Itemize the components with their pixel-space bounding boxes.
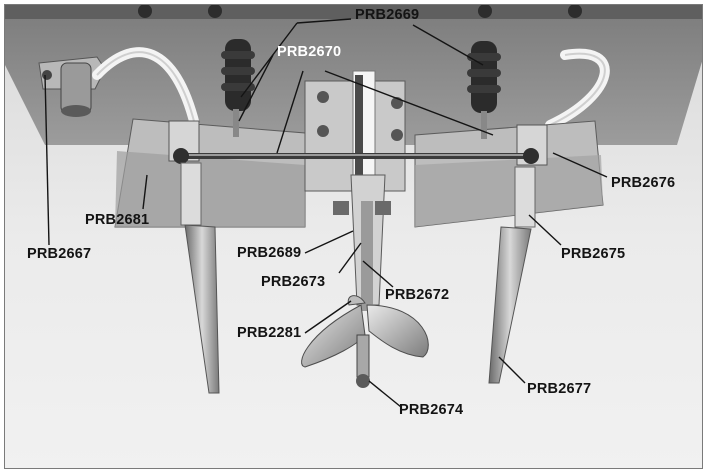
label-prb2689: PRB2689 [237, 245, 302, 261]
label-prb2676: PRB2676 [611, 175, 676, 191]
label-prb2672: PRB2672 [385, 287, 450, 303]
label-prb2677: PRB2677 [527, 381, 592, 397]
label-prb2669: PRB2669 [355, 7, 420, 23]
label-prb2675: PRB2675 [561, 246, 626, 262]
label-prb2670: PRB2670 [277, 44, 342, 60]
boat-transom-photo [5, 5, 702, 468]
servo-boot-right [467, 41, 501, 139]
rudder-blade-left [180, 162, 220, 394]
label-prb2681: PRB2681 [85, 212, 150, 228]
propeller [301, 295, 429, 388]
tie-bar [173, 148, 539, 164]
figure-frame: PRB2669 PRB2670 PRB2667 PRB2681 PRB2676 … [4, 4, 703, 469]
label-prb2674: PRB2674 [399, 402, 464, 418]
rudder-blade-right [488, 166, 536, 384]
leader-lines [44, 18, 608, 408]
label-prb2281: PRB2281 [237, 325, 302, 341]
label-prb2673: PRB2673 [261, 274, 326, 290]
label-prb2667: PRB2667 [27, 246, 92, 262]
